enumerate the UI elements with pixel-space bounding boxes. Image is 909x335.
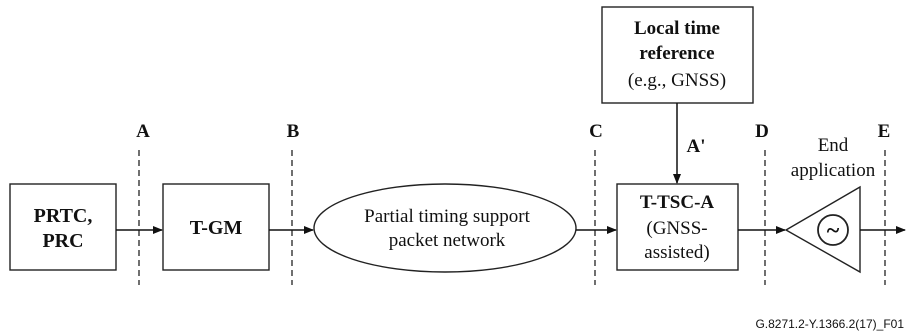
ref-label-a-prime: A' — [687, 136, 706, 157]
ref-label-a: A — [136, 121, 150, 142]
end-app-label-line2: application — [791, 160, 876, 181]
oscillator-icon — [817, 214, 849, 246]
local-ref-line2: reference — [639, 43, 714, 64]
figure-id: G.8271.2-Y.1366.2(17)_F01 — [755, 317, 904, 331]
prtc-prc-block — [9, 183, 117, 271]
t-gm-label: T-GM — [190, 217, 243, 239]
packet-network-ellipse — [313, 183, 577, 273]
network-label-line2: packet network — [389, 230, 506, 251]
local-ref-line1: Local time — [634, 18, 720, 39]
t-gm-block — [162, 183, 270, 271]
t-tsc-a-block — [616, 183, 739, 271]
t-tsc-a-label: T-TSC-A — [640, 192, 715, 213]
ref-label-b: B — [287, 121, 300, 142]
ref-label-e: E — [878, 121, 891, 142]
prtc-label: PRTC, — [34, 205, 93, 227]
sine-wave-icon: ~ — [827, 218, 840, 244]
end-app-label-line1: End — [818, 135, 849, 156]
ref-label-c: C — [589, 121, 603, 142]
network-label-line1: Partial timing support — [364, 206, 530, 227]
t-tsc-a-line3: assisted) — [644, 242, 709, 263]
ref-label-d: D — [755, 121, 769, 142]
local-ref-line3: (e.g., GNSS) — [628, 70, 726, 91]
prc-label: PRC — [42, 230, 83, 252]
local-time-reference-block — [601, 6, 754, 104]
t-tsc-a-line2: (GNSS- — [646, 218, 707, 239]
